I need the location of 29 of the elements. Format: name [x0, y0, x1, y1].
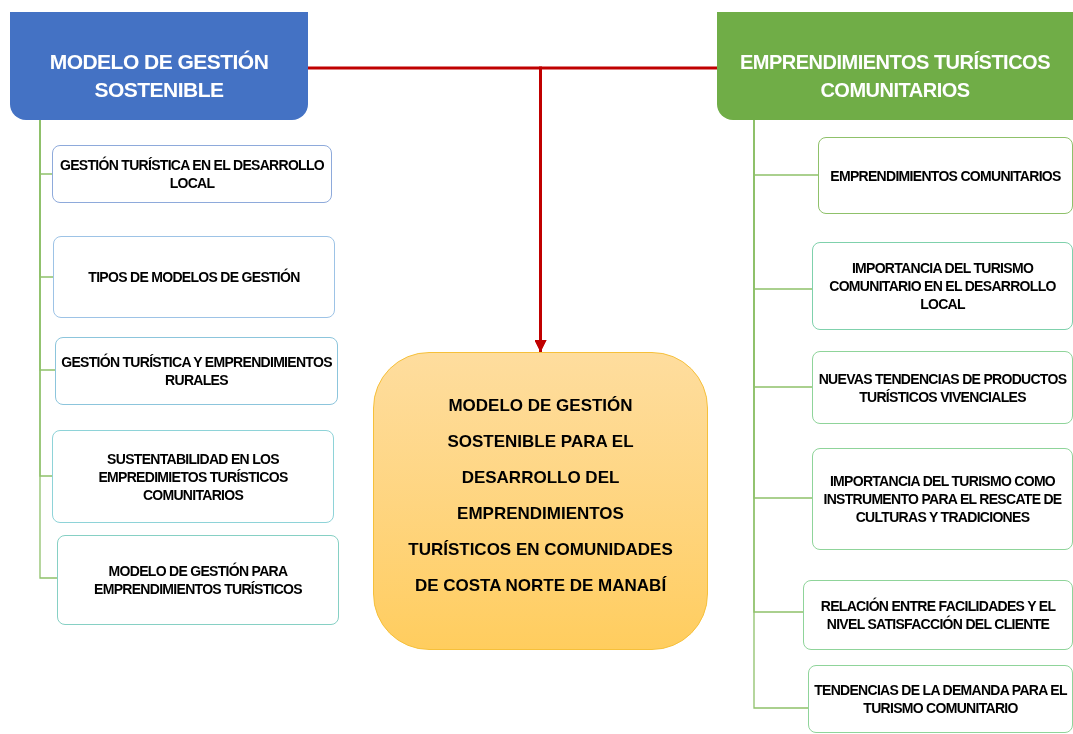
topic-text: RELACIÓN ENTRE FACILIDADES Y EL NIVEL SATISFACCIÓN DEL CLIENTE	[819, 597, 1057, 633]
topic-header	[717, 12, 1073, 120]
topic-text: MODELO DE GESTIÓN PARA EMPRENDIMIENTOS TURÍSTICOS	[93, 562, 303, 598]
topic-text: EMPRENDIMIENTOS TURÍSTICOS COMUNITARIOS	[739, 50, 1051, 103]
topic-text: SUSTENTABILIDAD EN LOS EMPREDIMIETOS TURÍSTICOS COMUNITARIOS	[97, 449, 289, 504]
subtopic-box	[803, 580, 1073, 650]
topic-text: EMPRENDIMIENTOS COMUNITARIOS	[830, 166, 1061, 185]
subtopic-box	[55, 337, 338, 405]
topic-text: GESTIÓN TURÍSTICA Y EMPRENDIMIENTOS RURALES	[60, 353, 333, 389]
subtopic-box	[818, 137, 1073, 214]
topic-text: MODELO DE GESTIÓN SOSTENIBLE	[48, 49, 270, 103]
topic-text: TIPOS DE MODELOS DE GESTIÓN	[88, 268, 300, 286]
subtopic-box	[812, 242, 1073, 330]
subtopic-box	[812, 351, 1073, 424]
topic-text: IMPORTANCIA DEL TURISMO COMUNITARIO EN EL DESARROLLO LOCAL	[828, 259, 1057, 313]
subtopic-box	[53, 236, 335, 318]
subtopic-box	[57, 535, 339, 625]
subtopic-box	[52, 430, 334, 523]
topic-text: TENDENCIAS DE LA DEMANDA PARA EL TURISMO COMUNITARIO	[813, 681, 1068, 717]
arrow	[534, 66, 717, 352]
central-topic-box	[373, 352, 708, 650]
topic-text: GESTIÓN TURÍSTICA EN EL DESARROLLO LOCAL	[59, 156, 325, 192]
subtopic-box	[52, 145, 332, 203]
topic-header	[10, 12, 308, 120]
subtopic-box	[812, 448, 1073, 550]
subtopic-box	[808, 665, 1073, 733]
topic-text: IMPORTANCIA DEL TURISMO COMO INSTRUMENTO PARA EL RESCATE DE CULTURAS Y TRADICIONES	[822, 472, 1063, 526]
topic-text: MODELO DE GESTIÓN SOSTENIBLE PARA EL DESARROLLO DEL EMPRENDIMIENTOS TURÍSTICOS EN COMUNIDADES DE COSTA NORTE DE MANABÍ	[407, 395, 674, 597]
topic-text: NUEVAS TENDENCIAS DE PRODUCTOS TURÍSTICOS VIVENCIALES	[817, 369, 1068, 406]
